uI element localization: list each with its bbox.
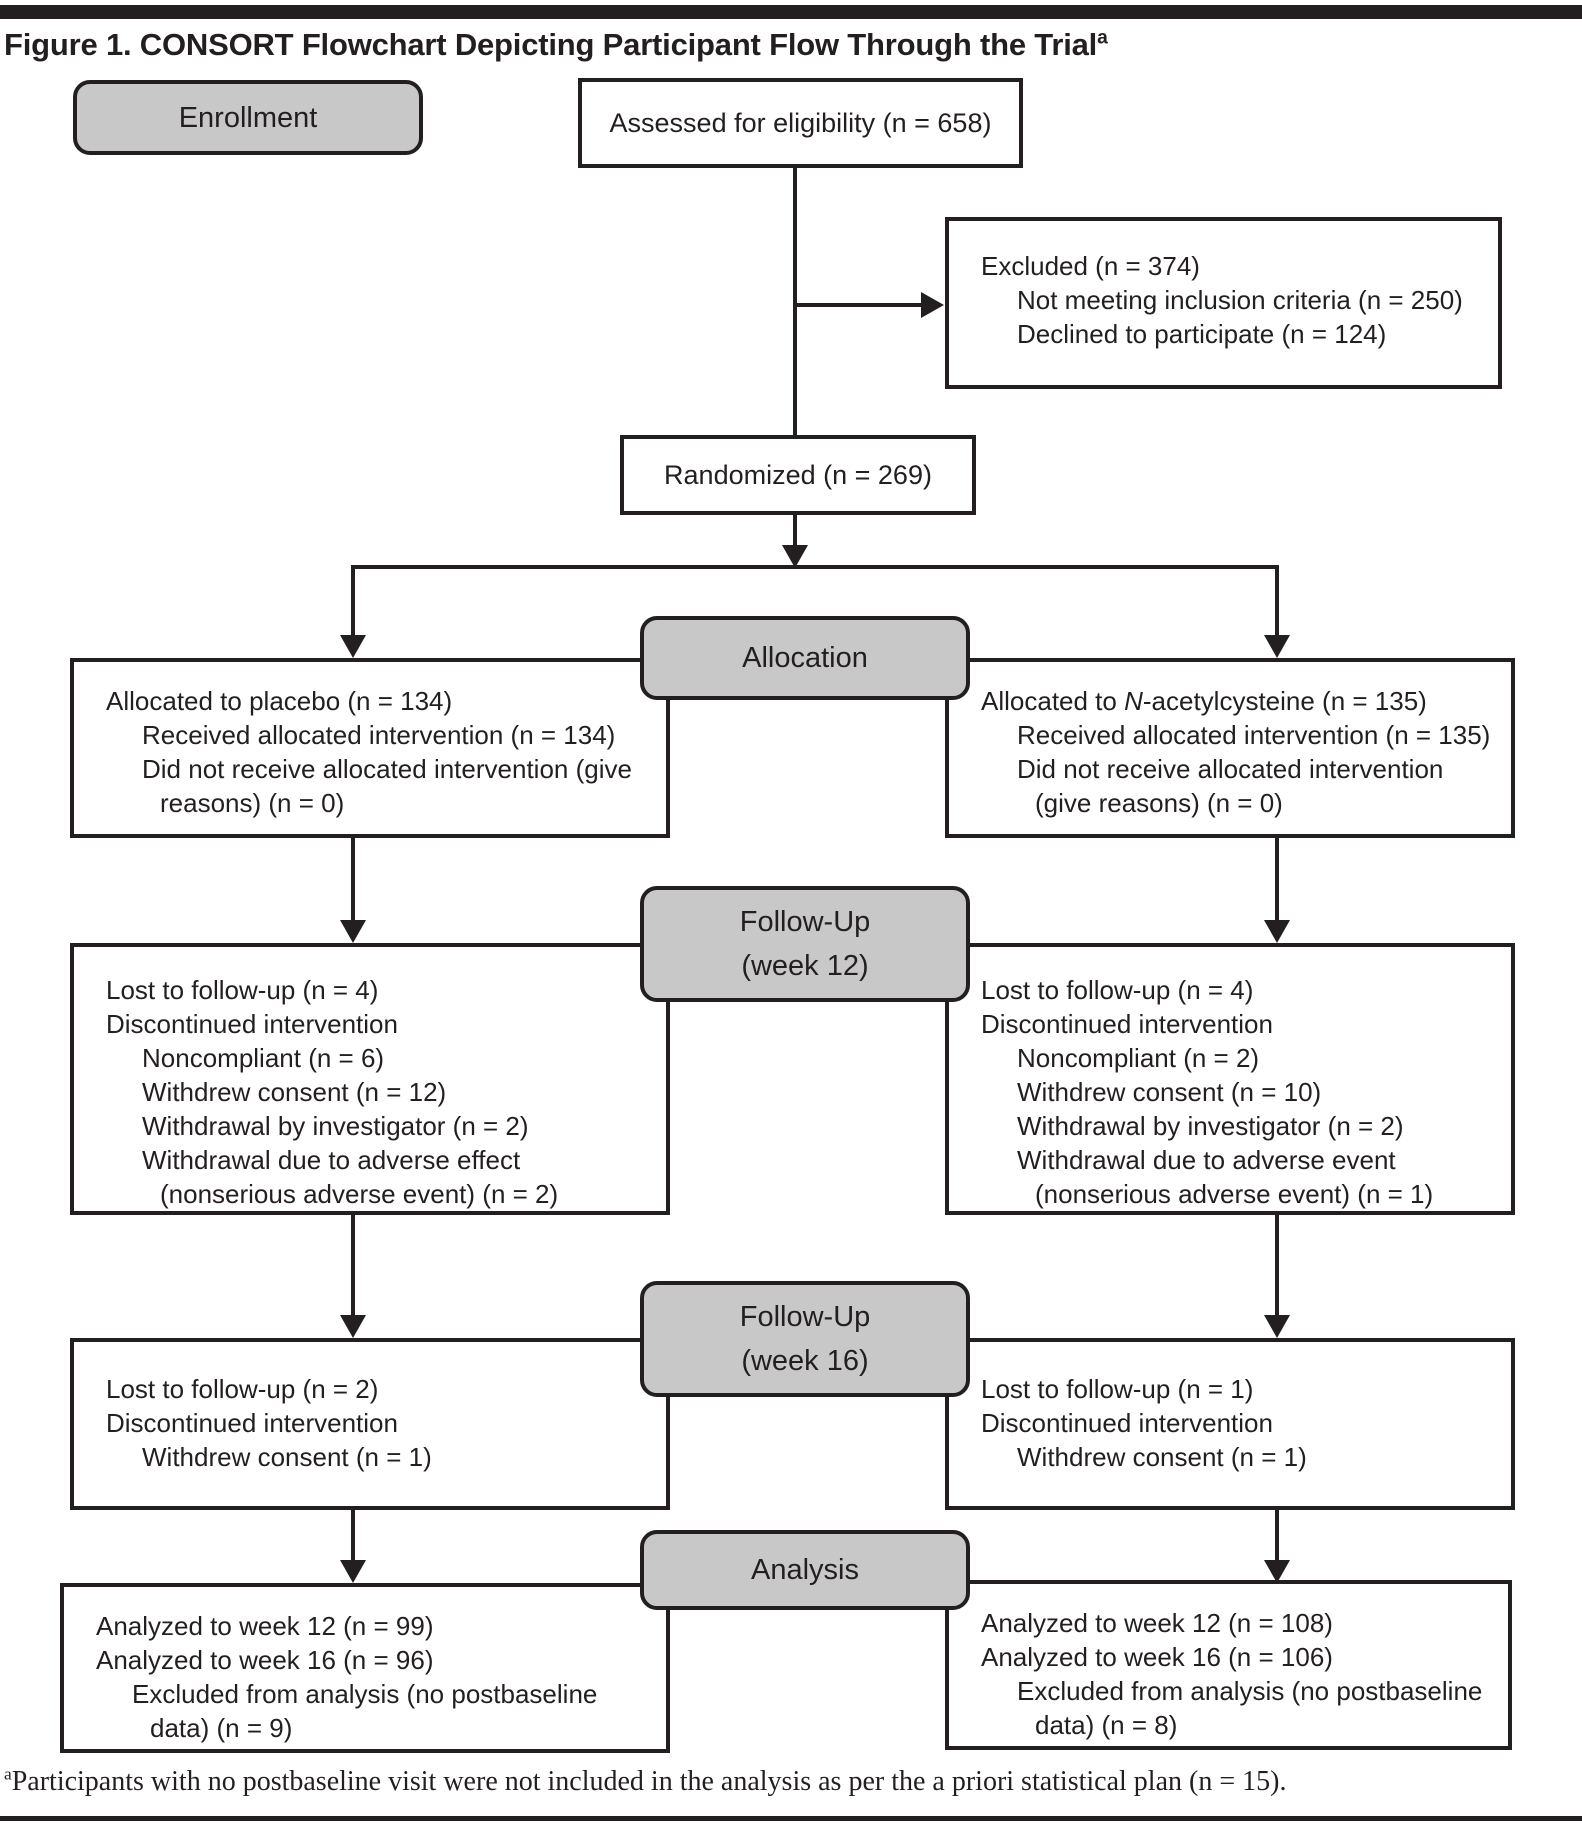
connector-split-to-placebo: [351, 569, 355, 636]
connector-placebo-to-analysis: [351, 1510, 355, 1561]
connector-split-to-nac: [1275, 569, 1279, 636]
connector-randomized-to-split: [793, 515, 797, 547]
figure-top-rule: [0, 5, 1582, 19]
connector-placebo-to-fu12: [351, 838, 355, 921]
excluded-box-lines: Excluded (n = 374)Not meeting inclusion …: [981, 251, 1463, 349]
analysis-stage-pill: Analysis: [640, 1530, 970, 1610]
placebo-followup16-box: Lost to follow-up (n = 2)Discontinued in…: [70, 1338, 670, 1510]
figure-title-superscript: a: [1097, 27, 1108, 49]
allocation-stage-pill: Allocation: [640, 616, 970, 700]
allocation-stage-label: Allocation: [742, 642, 868, 674]
nac-analysis-box: Analyzed to week 12 (n = 108)Analyzed to…: [945, 1580, 1512, 1750]
enrollment-stage-pill: Enrollment: [73, 80, 423, 155]
arrowhead-randomized-split: [782, 545, 808, 568]
footnote-superscript: a: [4, 1764, 12, 1784]
figure-bottom-rule: [0, 1816, 1582, 1821]
followup-week12-stage-pill: Follow-Up (week 12): [640, 886, 970, 1002]
followup-week16-label-line1: Follow-Up: [739, 1301, 871, 1333]
connector-nac-to-fu12: [1275, 838, 1279, 921]
randomized-text: Randomized (n = 269): [664, 460, 932, 490]
figure-title-text: Figure 1. CONSORT Flowchart Depicting Pa…: [4, 27, 1098, 62]
arrowhead-into-placebo-analysis: [340, 1560, 366, 1583]
allocation-split-line: [351, 565, 1279, 569]
connector-placebo-to-fu16: [351, 1215, 355, 1316]
placebo-allocation-box: Allocated to placebo (n = 134)Received a…: [70, 658, 670, 838]
randomized-box: Randomized (n = 269): [620, 435, 976, 515]
arrowhead-into-placebo-fu12: [340, 920, 366, 943]
followup-week16-stage-pill: Follow-Up (week 16): [640, 1281, 970, 1397]
followup-week16-label-line2: (week 16): [741, 1345, 869, 1377]
arrowhead-into-nac-analysis: [1264, 1560, 1290, 1583]
placebo-analysis-box: Analyzed to week 12 (n = 99)Analyzed to …: [60, 1583, 670, 1753]
followup-week12-label-line1: Follow-Up: [739, 906, 871, 938]
placebo-followup12-lines: Lost to follow-up (n = 4)Discontinued in…: [106, 975, 559, 1209]
nac-followup16-lines: Lost to follow-up (n = 1)Discontinued in…: [981, 1374, 1307, 1472]
placebo-analysis-lines: Analyzed to week 12 (n = 99)Analyzed to …: [96, 1611, 598, 1743]
arrowhead-into-nac-allocation: [1264, 635, 1290, 658]
arrowhead-into-placebo-allocation: [340, 635, 366, 658]
arrowhead-into-placebo-fu16: [340, 1315, 366, 1338]
footnote-text: Participants with no postbaseline visit …: [11, 1766, 1287, 1797]
figure-footnote: aParticipants with no postbaseline visit…: [4, 1764, 1287, 1798]
figure-title: Figure 1. CONSORT Flowchart Depicting Pa…: [4, 27, 1108, 63]
enrollment-stage-label: Enrollment: [178, 101, 318, 134]
nac-allocation-lines: Allocated to N-acetylcysteine (n = 135)R…: [981, 686, 1491, 818]
connector-nac-to-analysis: [1275, 1510, 1279, 1561]
analysis-stage-label: Analysis: [751, 1554, 859, 1586]
connector-nac-to-fu16: [1275, 1215, 1279, 1316]
assessed-for-eligibility-text: Assessed for eligibility (n = 658): [609, 108, 992, 138]
nac-followup16-box: Lost to follow-up (n = 1)Discontinued in…: [945, 1338, 1515, 1510]
placebo-followup16-lines: Lost to follow-up (n = 2)Discontinued in…: [106, 1374, 432, 1472]
arrowhead-into-excluded: [921, 292, 944, 318]
followup-week12-label-line2: (week 12): [741, 950, 869, 982]
nac-followup12-lines: Lost to follow-up (n = 4)Discontinued in…: [981, 975, 1434, 1209]
assessed-for-eligibility-box: Assessed for eligibility (n = 658): [578, 78, 1023, 168]
placebo-followup12-box: Lost to follow-up (n = 4)Discontinued in…: [70, 943, 670, 1215]
connector-branch-to-excluded: [795, 303, 923, 307]
excluded-box: Excluded (n = 374)Not meeting inclusion …: [945, 217, 1502, 389]
nac-analysis-lines: Analyzed to week 12 (n = 108)Analyzed to…: [981, 1608, 1483, 1740]
arrowhead-into-nac-fu16: [1264, 1315, 1290, 1338]
nac-allocation-box: Allocated to N-acetylcysteine (n = 135)R…: [945, 658, 1515, 838]
arrowhead-into-nac-fu12: [1264, 920, 1290, 943]
connector-assessed-to-randomized: [793, 166, 797, 435]
nac-followup12-box: Lost to follow-up (n = 4)Discontinued in…: [945, 943, 1515, 1215]
placebo-allocation-lines: Allocated to placebo (n = 134)Received a…: [106, 686, 632, 818]
